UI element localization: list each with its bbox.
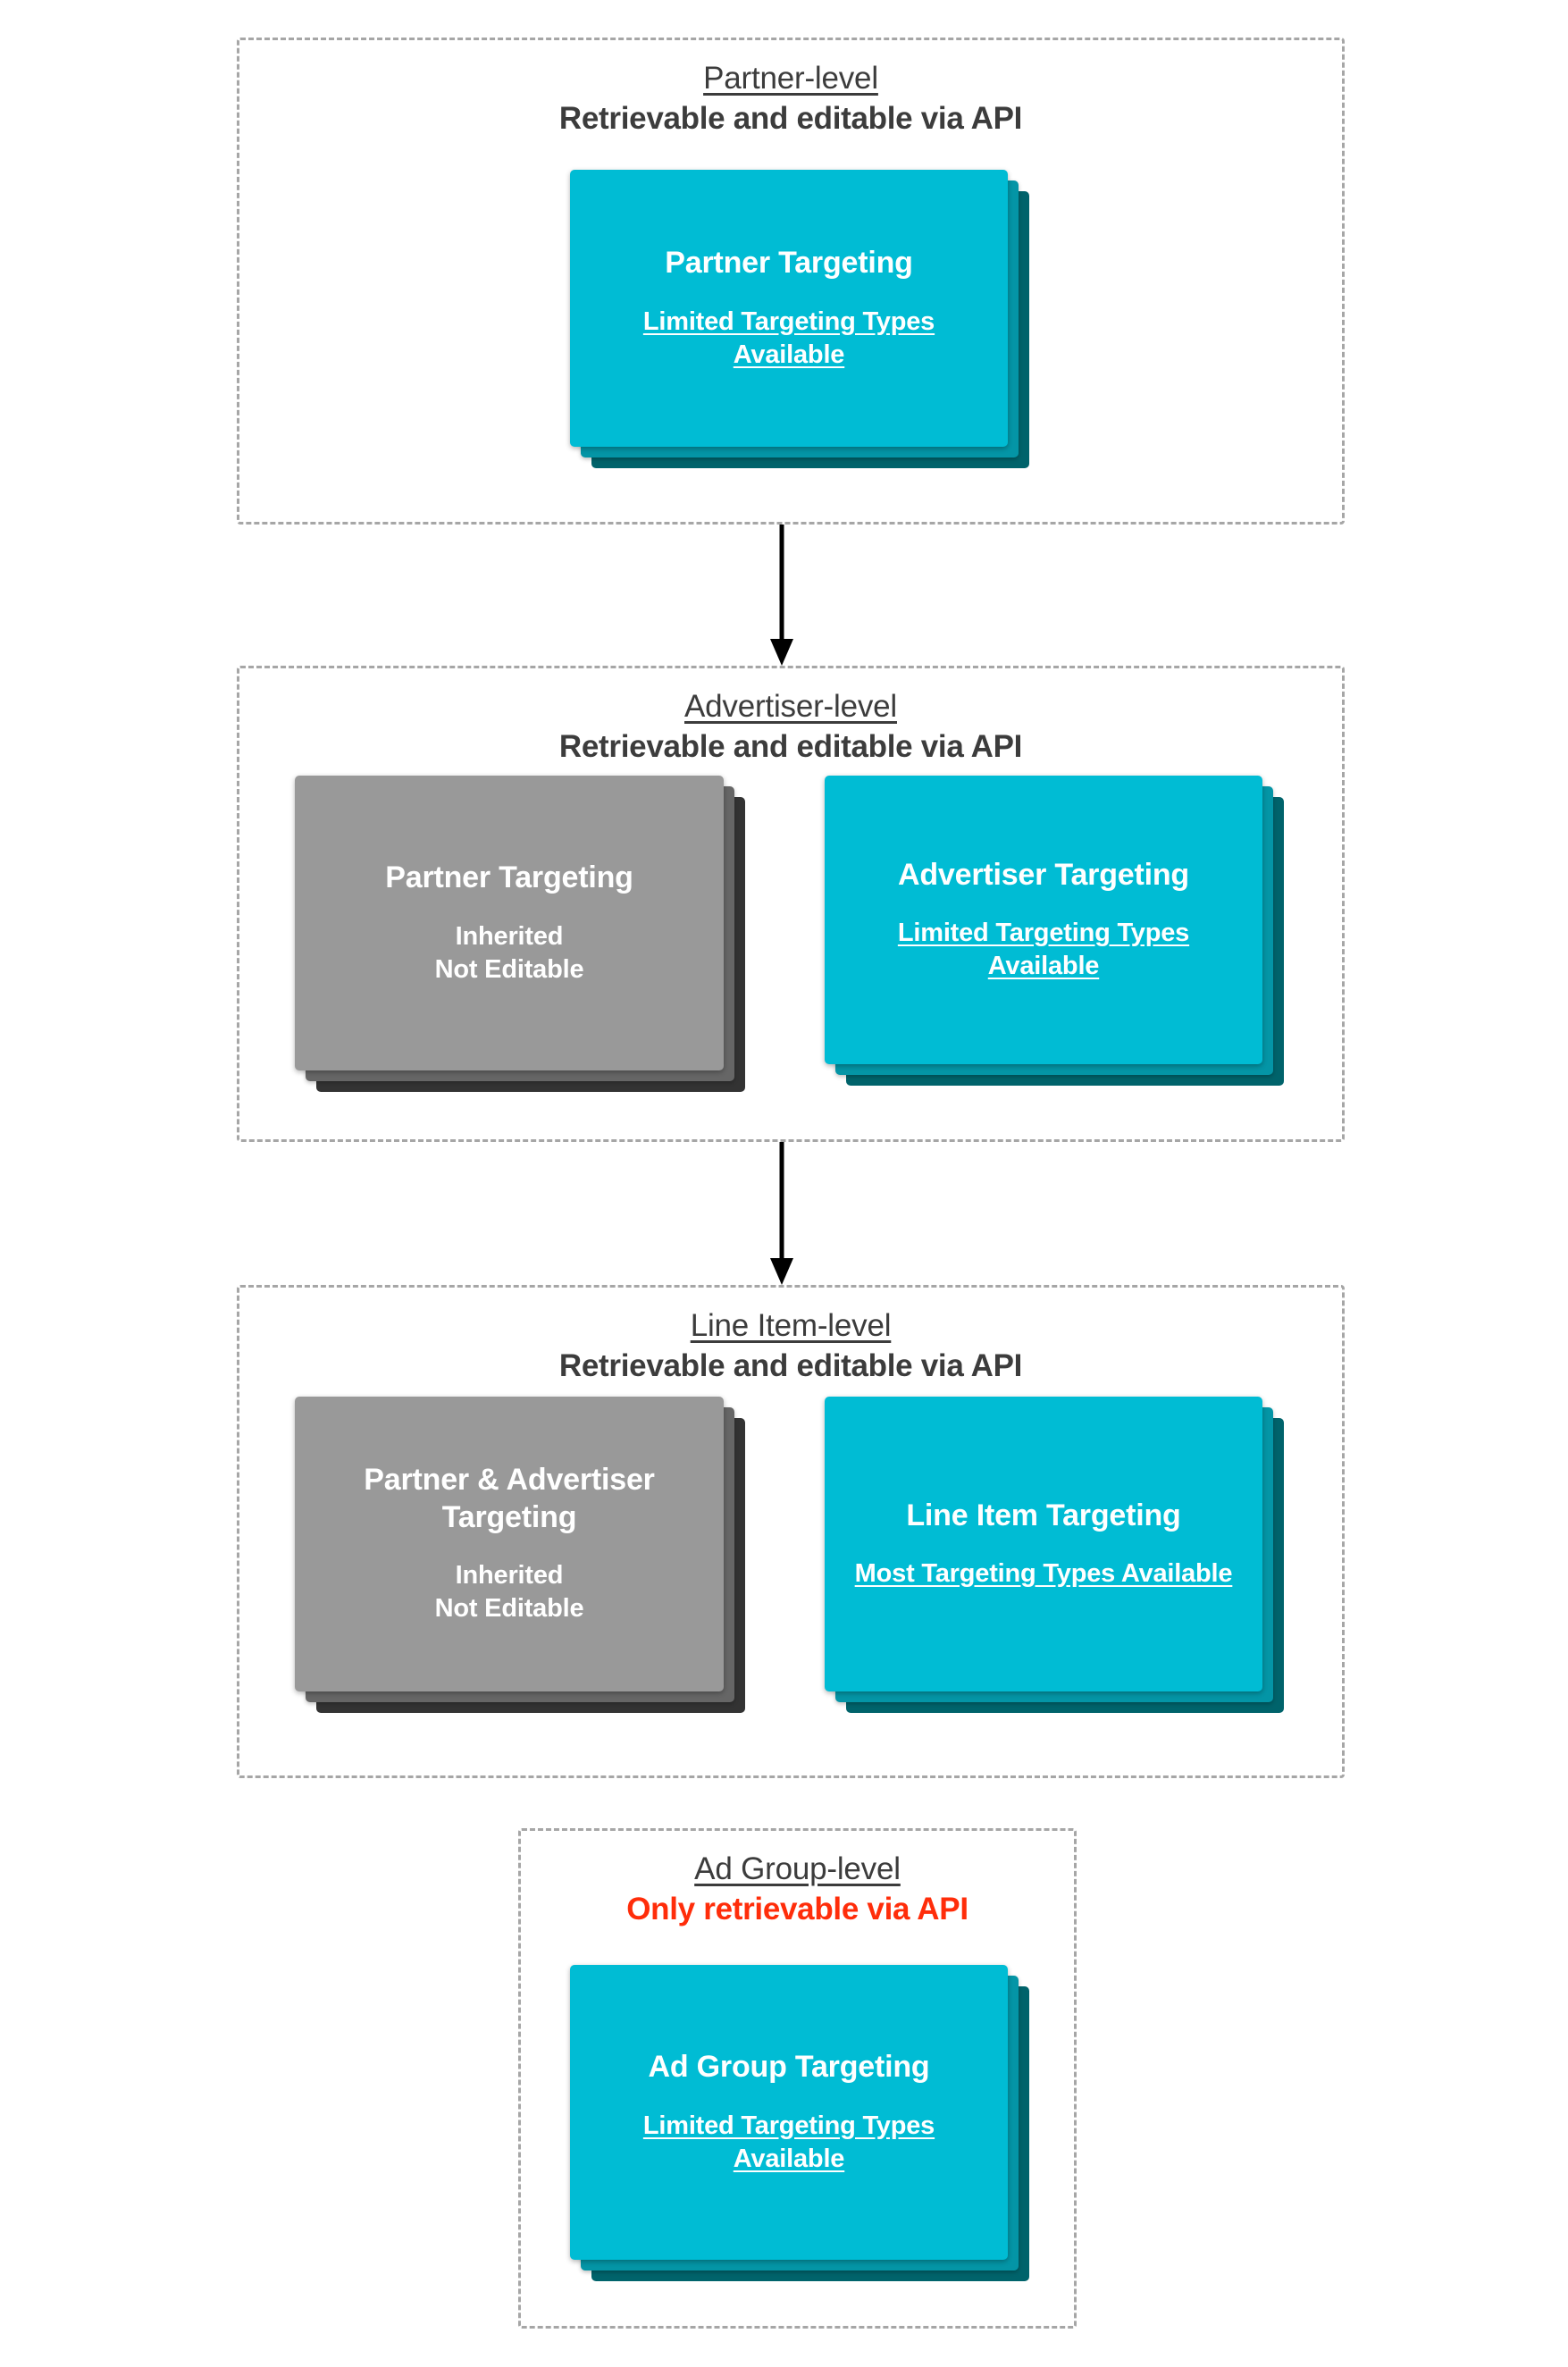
level-box-partner: Partner-level Retrievable and editable v… (237, 38, 1345, 525)
level-title-line-item: Line Item-level (690, 1308, 892, 1343)
level-header-advertiser: Advertiser-level Retrievable and editabl… (239, 668, 1342, 766)
card-subtitle: Inherited Not Editable (434, 1561, 584, 1624)
card-front-inherited-partner-advertiser-targeting[interactable]: Partner & Advertiser Targeting Inherited… (295, 1397, 724, 1691)
card-title: Partner & Advertiser Targeting (364, 1463, 655, 1534)
card-subtitle: Limited Targeting Types Available (642, 306, 935, 369)
level-header-ad-group: Ad Group-level Only retrievable via API (521, 1831, 1074, 1928)
card-stack-partner-targeting[interactable]: Partner Targeting Limited Targeting Type… (570, 170, 1029, 468)
level-box-line-item: Line Item-level Retrievable and editable… (237, 1285, 1345, 1778)
card-title: Ad Group Targeting (648, 2050, 930, 2085)
card-subtitle: Limited Targeting Types Available (642, 2111, 935, 2173)
level-title-advertiser: Advertiser-level (684, 689, 897, 724)
level-box-ad-group: Ad Group-level Only retrievable via API … (518, 1828, 1077, 2329)
level-subtitle-line-item: Retrievable and editable via API (558, 1347, 1023, 1383)
card-subtitle: Most Targeting Types Available (854, 1559, 1233, 1589)
level-subtitle-ad-group: Only retrievable via API (626, 1891, 968, 1926)
card-title: Partner Targeting (665, 246, 913, 281)
level-subtitle-partner: Retrievable and editable via API (558, 100, 1023, 136)
card-front-partner-targeting[interactable]: Partner Targeting Limited Targeting Type… (570, 170, 1008, 447)
card-subtitle: Limited Targeting Types Available (897, 919, 1190, 981)
card-subtitle: Inherited Not Editable (434, 921, 584, 984)
level-box-advertiser: Advertiser-level Retrievable and editabl… (237, 666, 1345, 1142)
card-title: Partner Targeting (385, 860, 633, 895)
arrow-head-icon (770, 639, 793, 666)
card-stack-inherited-partner-advertiser-targeting[interactable]: Partner & Advertiser Targeting Inherited… (295, 1397, 745, 1713)
card-stack-inherited-partner-targeting[interactable]: Partner Targeting Inherited Not Editable (295, 776, 745, 1092)
level-title-ad-group: Ad Group-level (694, 1851, 901, 1886)
card-front-advertiser-targeting[interactable]: Advertiser Targeting Limited Targeting T… (825, 776, 1262, 1064)
card-front-line-item-targeting[interactable]: Line Item Targeting Most Targeting Types… (825, 1397, 1262, 1691)
card-title: Line Item Targeting (906, 1498, 1181, 1532)
level-subtitle-advertiser: Retrievable and editable via API (558, 728, 1023, 764)
arrow-partner-to-advertiser (764, 525, 800, 666)
arrow-shaft (779, 1142, 784, 1262)
level-header-line-item: Line Item-level Retrievable and editable… (239, 1288, 1342, 1385)
card-stack-advertiser-targeting[interactable]: Advertiser Targeting Limited Targeting T… (825, 776, 1284, 1086)
level-title-partner: Partner-level (703, 61, 878, 96)
card-front-inherited-partner-targeting[interactable]: Partner Targeting Inherited Not Editable (295, 776, 724, 1070)
card-title: Advertiser Targeting (897, 857, 1189, 892)
arrow-head-icon (770, 1258, 793, 1285)
card-stack-line-item-targeting[interactable]: Line Item Targeting Most Targeting Types… (825, 1397, 1284, 1713)
arrow-advertiser-to-line-item (764, 1142, 800, 1285)
card-front-ad-group-targeting[interactable]: Ad Group Targeting Limited Targeting Typ… (570, 1965, 1008, 2260)
card-stack-ad-group-targeting[interactable]: Ad Group Targeting Limited Targeting Typ… (570, 1965, 1029, 2281)
level-header-partner: Partner-level Retrievable and editable v… (239, 40, 1342, 138)
arrow-shaft (779, 525, 784, 642)
